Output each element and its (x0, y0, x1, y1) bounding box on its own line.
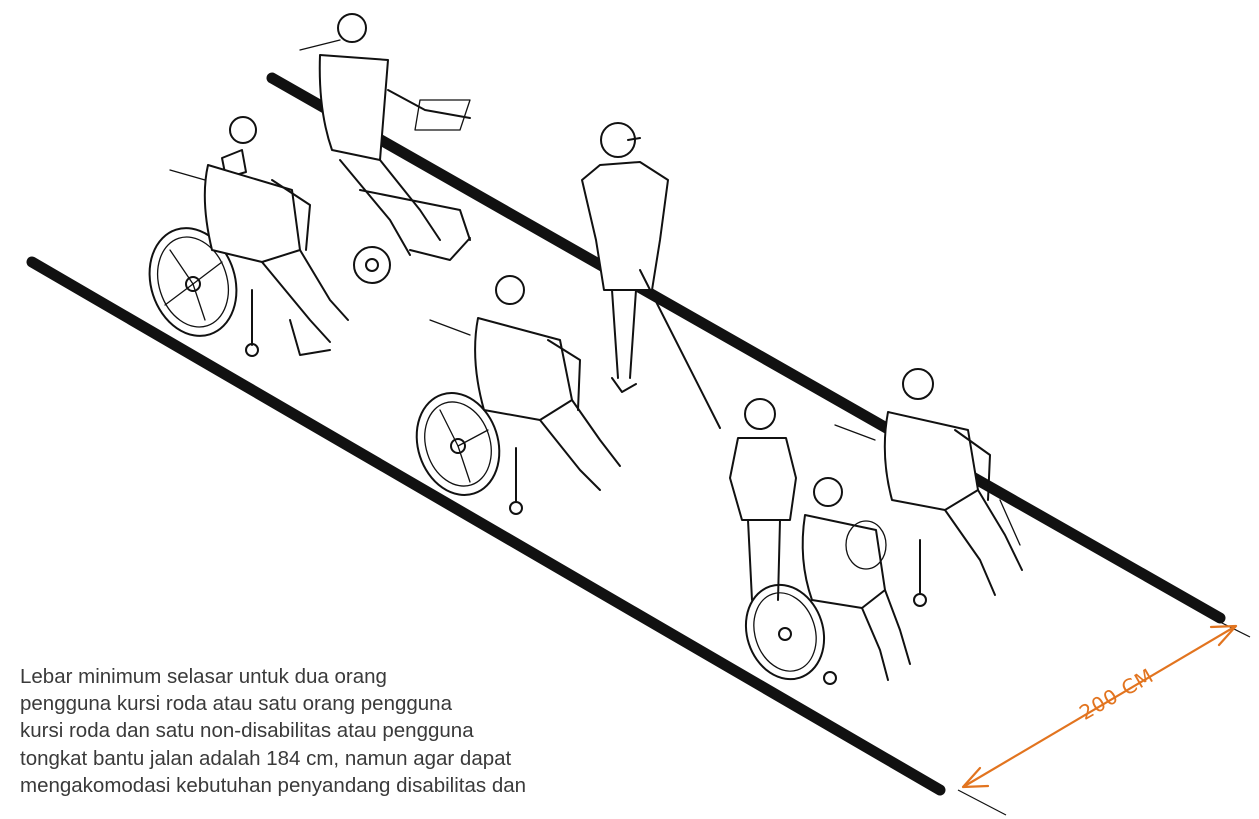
caption-line: mengakomodasi kebutuhan penyandang disab… (20, 773, 527, 797)
caption-line: kursi roda dan satu non-disabilitas atau… (20, 719, 474, 743)
arrowhead-end-icon (1209, 624, 1238, 647)
wheelchair-user-figure (415, 275, 621, 515)
companion-figure (729, 398, 797, 601)
dimension-arrow-line (962, 625, 1237, 788)
caption-line: pengguna kursi roda atau satu orang peng… (20, 692, 452, 716)
arrowhead-start-icon (961, 766, 990, 789)
description-paragraph: Lebar minimum selasar untuk dua orang pe… (20, 663, 660, 799)
wheelchair-user-figure (744, 477, 911, 685)
caption-line: Lebar minimum selasar untuk dua orang (20, 665, 387, 688)
caption-line: tongkat bantu jalan adalah 184 cm, namun… (20, 746, 512, 770)
corridor-left-boundary (26, 256, 946, 796)
wheelchair-user-figure (834, 368, 1023, 607)
dimension-label: 200 CM (1075, 663, 1158, 725)
corridor-right-boundary (266, 72, 1226, 624)
wheelchair-user-figure (299, 13, 471, 284)
width-dimension: 200 CM (957, 616, 1251, 816)
cane-user-figure (581, 122, 721, 429)
wheelchair-user-figure (148, 116, 349, 357)
